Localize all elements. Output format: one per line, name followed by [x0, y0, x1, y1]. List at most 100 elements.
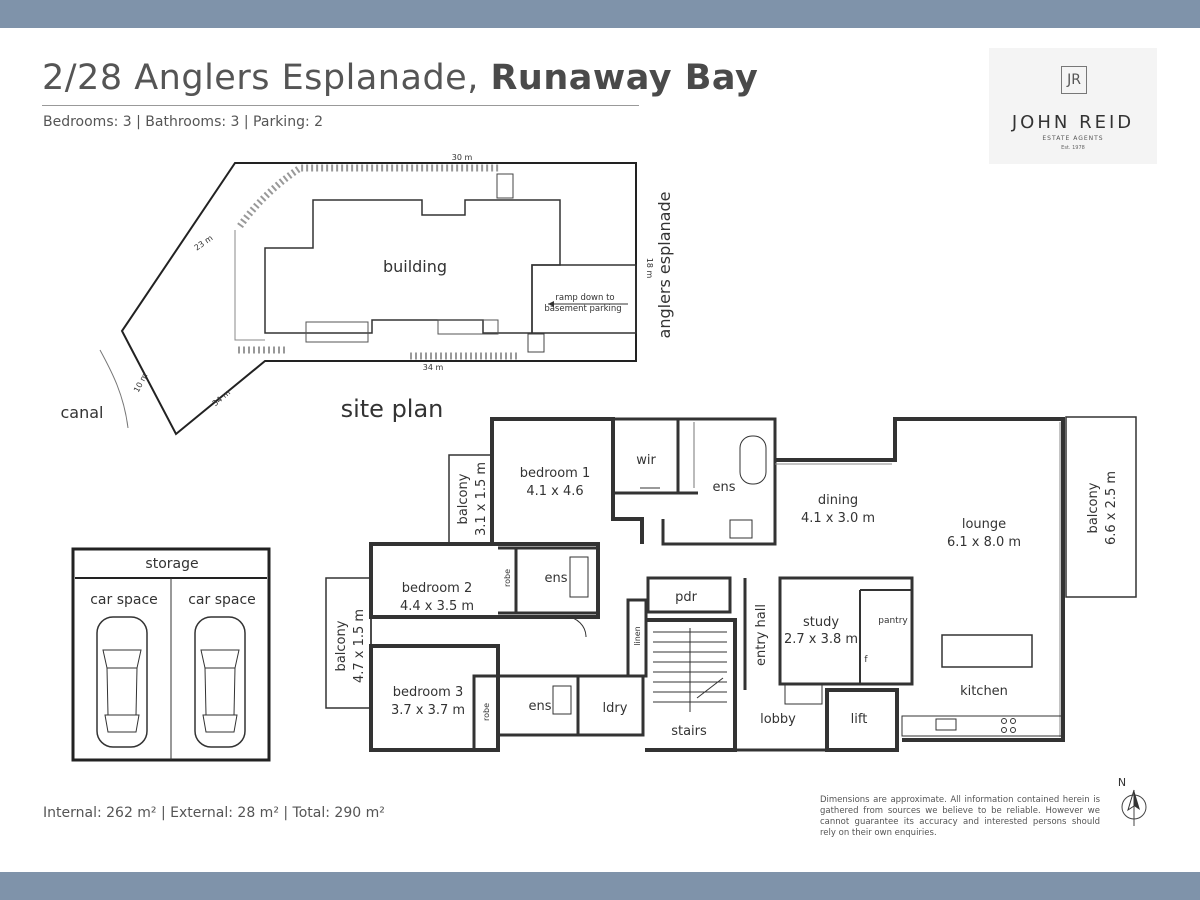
cupboard: [784, 683, 823, 705]
disclaimer-text: Dimensions are approximate. All informat…: [820, 795, 1100, 838]
site-steps: [496, 173, 514, 199]
car-icon: [194, 616, 246, 748]
lift-walls: [825, 688, 899, 752]
north-compass-icon: N: [1118, 776, 1147, 826]
site-dim-bottom: 34 m: [423, 363, 444, 372]
balcony-3-name: balcony: [1086, 482, 1101, 533]
logo-established: Est. 1978: [1061, 145, 1085, 151]
site-dim-nw: 23 m: [193, 233, 215, 252]
site-plan-title: site plan: [341, 395, 444, 423]
site-hedge: [237, 164, 500, 229]
site-boundary: [120, 162, 637, 436]
study-walls: [778, 576, 914, 686]
sink-icon: [935, 718, 957, 731]
car-icon: [96, 616, 148, 748]
bottom-band: [0, 872, 1200, 900]
balcony-2-name: balcony: [334, 620, 349, 671]
balcony-1-name: balcony: [456, 473, 471, 524]
page-title: 2/28 Anglers Esplanade, Runaway Bay: [42, 58, 758, 98]
vanity-icon: [552, 685, 572, 715]
pdr-walls: [646, 576, 732, 614]
site-dim-top: 30 m: [452, 153, 473, 162]
ensuite-3-walls: [498, 674, 580, 737]
site-steps: [527, 333, 545, 353]
storage-label: storage: [145, 556, 198, 572]
site-dim-right: 18 m: [645, 258, 654, 279]
ensuite-2-label: ens: [544, 571, 567, 586]
robe-2-label: robe: [482, 703, 491, 721]
laundry-walls: [578, 674, 645, 737]
agency-logo: [989, 48, 1157, 164]
unit-floor-plan: [325, 416, 1137, 752]
lift-label: lift: [851, 712, 868, 727]
cooktop-icon: [1001, 718, 1016, 733]
balcony-3-size: 6.6 x 2.5 m: [1104, 471, 1119, 545]
bedroom-1-size: 4.1 x 4.6: [526, 484, 583, 499]
street-label: anglers esplanade: [655, 192, 674, 339]
robe-2-walls: [472, 674, 500, 752]
logo-name: JOHN REID: [1011, 112, 1135, 133]
site-detail-box: [437, 319, 499, 335]
fridge-label: f: [864, 655, 868, 665]
balcony-1-size: 3.1 x 1.5 m: [474, 462, 489, 536]
bedroom-1-name: bedroom 1: [520, 466, 591, 481]
ramp-outline: [531, 264, 637, 334]
pantry-label: pantry: [878, 616, 908, 626]
wir-label: wir: [636, 453, 656, 468]
study-name: study: [803, 615, 839, 630]
kitchen-label: kitchen: [960, 684, 1008, 699]
ensuite-3-label: ens: [528, 699, 551, 714]
top-band: [0, 0, 1200, 28]
compass-north-label: N: [1118, 776, 1126, 789]
lounge-size: 6.1 x 8.0 m: [947, 535, 1021, 550]
lounge-name: lounge: [962, 517, 1006, 532]
lobby-label: lobby: [760, 712, 796, 727]
suburb-text: Runaway Bay: [490, 58, 759, 98]
kitchen-bench: [901, 715, 1064, 737]
study-size: 2.7 x 3.8 m: [784, 632, 858, 647]
ramp-arrowhead: [548, 301, 554, 307]
area-summary: Internal: 262 m² | External: 28 m² | Tot…: [43, 805, 385, 821]
pantry-walls: [859, 589, 912, 684]
property-details: Bedrooms: 3 | Bathrooms: 3 | Parking: 2: [43, 114, 324, 130]
ensuite-1-walls: [661, 417, 777, 546]
entry-hall-label: entry hall: [754, 604, 769, 666]
title-divider: [42, 105, 639, 106]
linen-label: linen: [633, 626, 642, 646]
stairwell-walls: [645, 618, 737, 752]
robe-1-label: robe: [503, 569, 512, 587]
site-wall: [234, 230, 265, 341]
linen-walls: [626, 598, 648, 678]
canal-label: canal: [61, 403, 104, 422]
laundry-label: ldry: [603, 701, 628, 716]
car-space-label-2: car space: [188, 592, 256, 608]
ramp-label-2: basement parking: [544, 304, 621, 314]
building-label: building: [383, 257, 447, 276]
pdr-label: pdr: [675, 590, 698, 605]
stairs-label: stairs: [671, 724, 707, 739]
garage: storage car space car space: [71, 547, 271, 762]
car-space-label-1: car space: [90, 592, 158, 608]
ensuite-1-label: ens: [712, 480, 735, 495]
wir-walls: [613, 417, 680, 495]
balcony-2-size: 4.7 x 1.5 m: [352, 609, 367, 683]
bathtub-icon: [739, 435, 767, 485]
balcony-3-outline: [1065, 416, 1137, 598]
door-swing: [565, 616, 587, 638]
vanity-icon: [729, 519, 753, 539]
address-text: 2/28 Anglers Esplanade,: [42, 58, 479, 98]
ramp-label-1: ramp down to: [555, 293, 614, 303]
kitchen-island: [941, 634, 1033, 668]
logo-subtitle: ESTATE AGENTS: [1042, 135, 1104, 142]
bedroom-3-size: 3.7 x 3.7 m: [391, 703, 465, 718]
vanity-icon: [569, 556, 589, 598]
bedroom-2-walls: [369, 542, 600, 619]
site-detail-box: [305, 321, 369, 343]
bedroom-3-name: bedroom 3: [393, 685, 464, 700]
stair-treads: [653, 628, 727, 712]
ensuite-2-walls: [514, 546, 600, 615]
dining-lounge-walls: [775, 417, 1065, 742]
site-dim-w: 10 m: [132, 371, 150, 394]
logo-monogram: JR: [1061, 66, 1087, 94]
